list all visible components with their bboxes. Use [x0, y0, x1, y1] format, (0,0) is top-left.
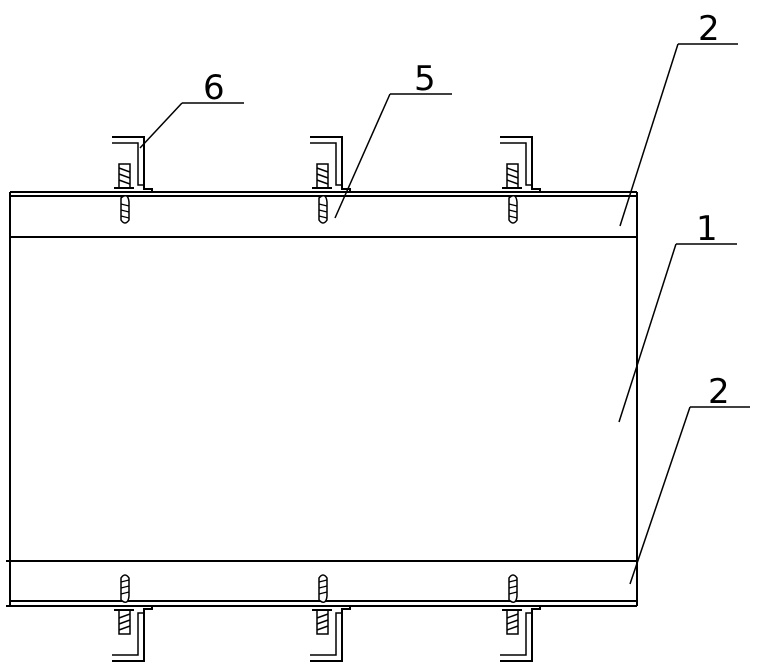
label-connector: 5 [414, 59, 436, 99]
bottom-assembly-3 [499, 574, 541, 662]
label-band-bottom: 2 [708, 372, 730, 412]
top-assembly-2 [309, 136, 351, 224]
main-body [6, 191, 638, 607]
bottom-assembly-1 [111, 574, 153, 662]
label-band-top: 2 [698, 9, 720, 49]
top-assembly-1 [111, 136, 153, 224]
bottom-assembly-2 [309, 574, 351, 662]
label-bracket: 6 [203, 68, 225, 108]
leader-lines [139, 43, 750, 585]
top-assembly-3 [499, 136, 541, 224]
label-main-body: 1 [696, 209, 718, 249]
